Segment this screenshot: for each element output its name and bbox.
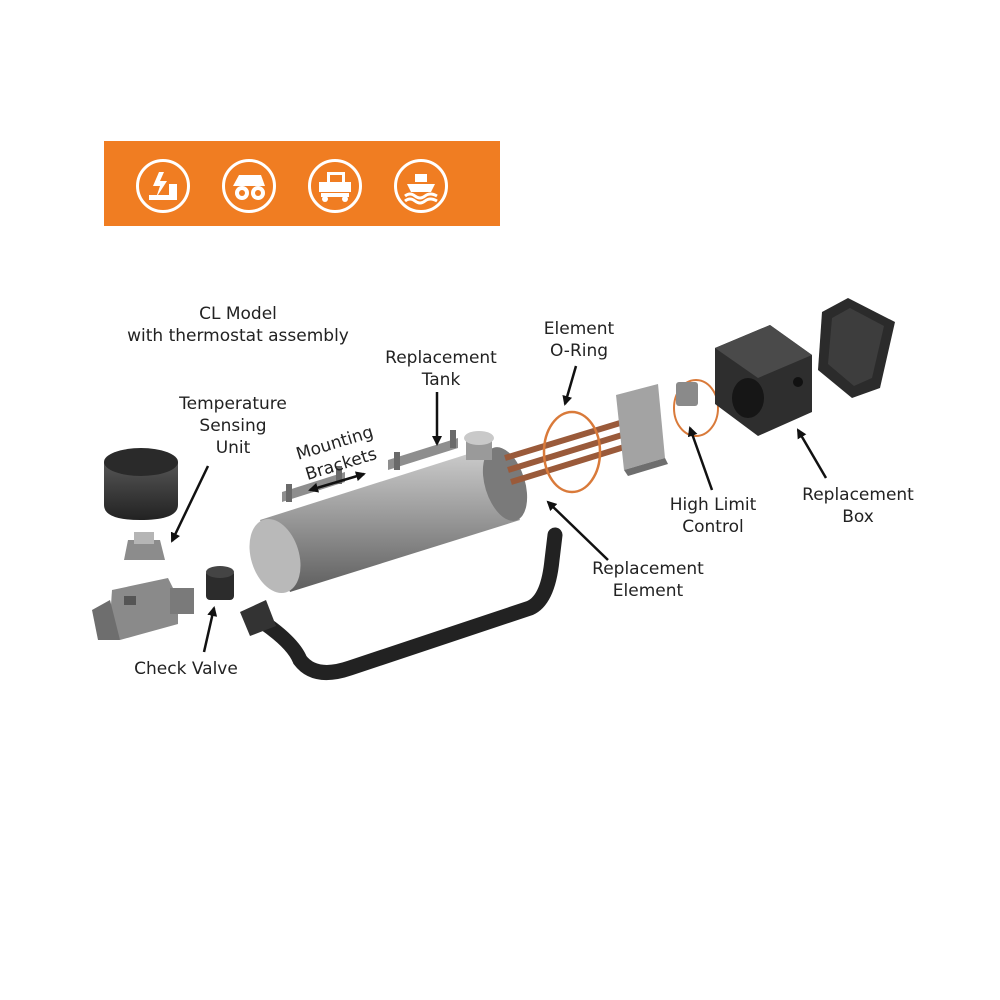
title-line-1: CL Model bbox=[199, 304, 277, 324]
label-high-limit-control: High Limit Control bbox=[658, 494, 768, 538]
label-line: Unit bbox=[215, 438, 251, 458]
box-lid-part bbox=[818, 298, 895, 398]
label-line: Replacement bbox=[802, 485, 914, 505]
label-check-valve: Check Valve bbox=[134, 659, 238, 679]
callout-arrows bbox=[170, 365, 828, 653]
label-line: Temperature bbox=[179, 394, 287, 414]
temperature-sensing-unit bbox=[124, 532, 165, 560]
lower-hose bbox=[240, 527, 563, 680]
semi-truck-icon bbox=[308, 159, 362, 213]
temp-sensing-arrow bbox=[170, 465, 210, 543]
label-line: O-Ring bbox=[549, 341, 609, 361]
label-line: High Limit bbox=[669, 495, 757, 515]
label-element-o-ring: Element O-Ring bbox=[524, 318, 634, 362]
replacement-element-part bbox=[504, 384, 668, 485]
label-line: Replacement bbox=[592, 559, 704, 579]
diagram-title: CL Model with thermostat assembly bbox=[118, 303, 358, 347]
label-line: Element bbox=[543, 319, 615, 339]
high-limit-control-part bbox=[673, 379, 719, 437]
replacement-box-part bbox=[715, 325, 812, 436]
boat-icon bbox=[394, 159, 448, 213]
label-line: Control bbox=[682, 517, 744, 537]
mining-truck-icon bbox=[222, 159, 276, 213]
title-line-2: with thermostat assembly bbox=[127, 326, 349, 346]
replacement-box-arrow bbox=[796, 428, 828, 479]
high-limit-arrow bbox=[687, 426, 714, 491]
generator-icon bbox=[136, 159, 190, 213]
label-line: Replacement bbox=[385, 348, 497, 368]
label-replacement-element: Replacement Element bbox=[584, 558, 712, 602]
element-o-ring-part bbox=[542, 410, 602, 494]
label-line: Element bbox=[612, 581, 684, 601]
check-valve-part bbox=[206, 566, 234, 600]
label-line: Sensing bbox=[199, 416, 267, 436]
label-line: Box bbox=[842, 507, 874, 527]
replacement-element-arrow bbox=[546, 500, 609, 561]
mounting-brackets-arrow bbox=[308, 471, 366, 493]
label-replacement-box: Replacement Box bbox=[794, 484, 922, 528]
label-replacement-tank: Replacement Tank bbox=[376, 347, 506, 391]
label-line: Tank bbox=[421, 370, 461, 390]
valve-body bbox=[92, 578, 194, 640]
check-valve-arrow bbox=[202, 606, 218, 653]
element-o-ring-arrow bbox=[562, 365, 578, 406]
industry-banner bbox=[104, 141, 500, 226]
label-temperature-sensing-unit: Temperature Sensing Unit bbox=[168, 393, 298, 459]
thermostat-cap bbox=[104, 448, 178, 520]
